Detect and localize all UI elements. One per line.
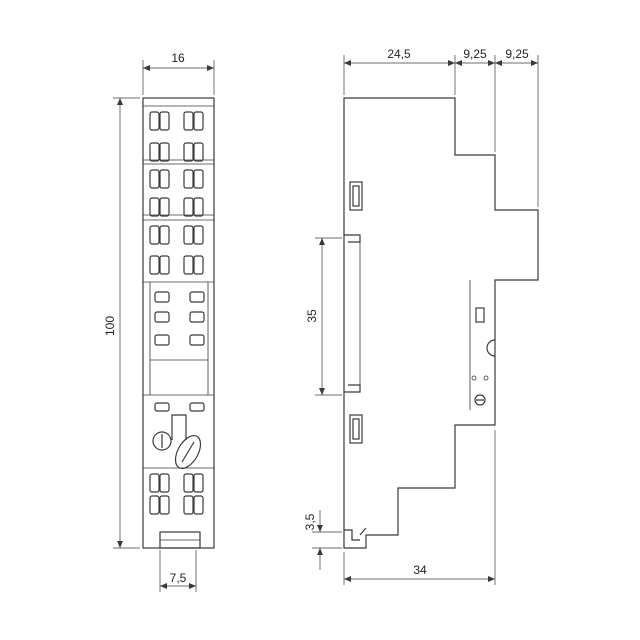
side-dimensions: 24,5 9,25 9,25 35 3,5 34 (303, 47, 539, 585)
lever-icon (174, 435, 202, 469)
terminal-screw (159, 169, 170, 189)
terminal-screw (193, 142, 204, 162)
terminal-screw (183, 197, 194, 217)
terminal-screw (183, 495, 194, 515)
terminal-screw (183, 111, 194, 131)
terminal-screw (193, 495, 204, 515)
dim-front-width: 16 (171, 51, 185, 65)
side-view (343, 97, 539, 549)
screw-icon (152, 431, 172, 451)
terminal-screw (193, 255, 204, 275)
terminal-screw (159, 225, 170, 245)
socket-contact (189, 291, 205, 303)
terminal-screw (183, 169, 194, 189)
terminal-screw (149, 111, 160, 131)
clip-bottom (349, 414, 363, 444)
socket-contact (154, 334, 170, 346)
terminal-screw (193, 473, 204, 493)
terminal-screw (149, 142, 160, 162)
dim-front-height: 100 (103, 316, 117, 336)
socket-contact (154, 311, 170, 323)
terminal-screw (183, 255, 194, 275)
terminal-screw (159, 142, 170, 162)
socket-contact (189, 402, 205, 412)
socket-contact (154, 402, 170, 412)
dim-front-bottom: 7,5 (170, 571, 187, 585)
terminal-screw (193, 197, 204, 217)
terminal-screw (149, 169, 160, 189)
terminal-screw (193, 169, 204, 189)
screw-icon (474, 394, 486, 406)
socket-contact (189, 334, 205, 346)
front-terminals (143, 105, 214, 515)
terminal-screw (159, 111, 170, 131)
dim-side-top-b: 9,25 (463, 47, 487, 61)
front-dimensions: 16 100 7,5 (103, 51, 215, 592)
terminal-screw (159, 473, 170, 493)
terminal-screw (183, 473, 194, 493)
socket-contact (189, 311, 205, 323)
terminal-screw (159, 255, 170, 275)
dim-side-rail: 35 (305, 309, 319, 323)
terminal-screw (149, 197, 160, 217)
terminal-screw (183, 142, 194, 162)
dim-side-top-a: 24,5 (387, 47, 411, 61)
terminal-screw (159, 197, 170, 217)
front-view (142, 97, 215, 549)
terminal-screw (183, 225, 194, 245)
terminal-screw (193, 111, 204, 131)
clip-top (349, 181, 363, 211)
dim-side-depth: 34 (413, 563, 427, 577)
terminal-screw (159, 495, 170, 515)
dim-side-top-c: 9,25 (505, 47, 529, 61)
dim-side-foot: 3,5 (303, 513, 317, 530)
terminal-screw (149, 225, 160, 245)
terminal-screw (149, 255, 160, 275)
socket-contact (154, 291, 170, 303)
terminal-screw (193, 225, 204, 245)
terminal-screw (149, 473, 160, 493)
terminal-screw (149, 495, 160, 515)
